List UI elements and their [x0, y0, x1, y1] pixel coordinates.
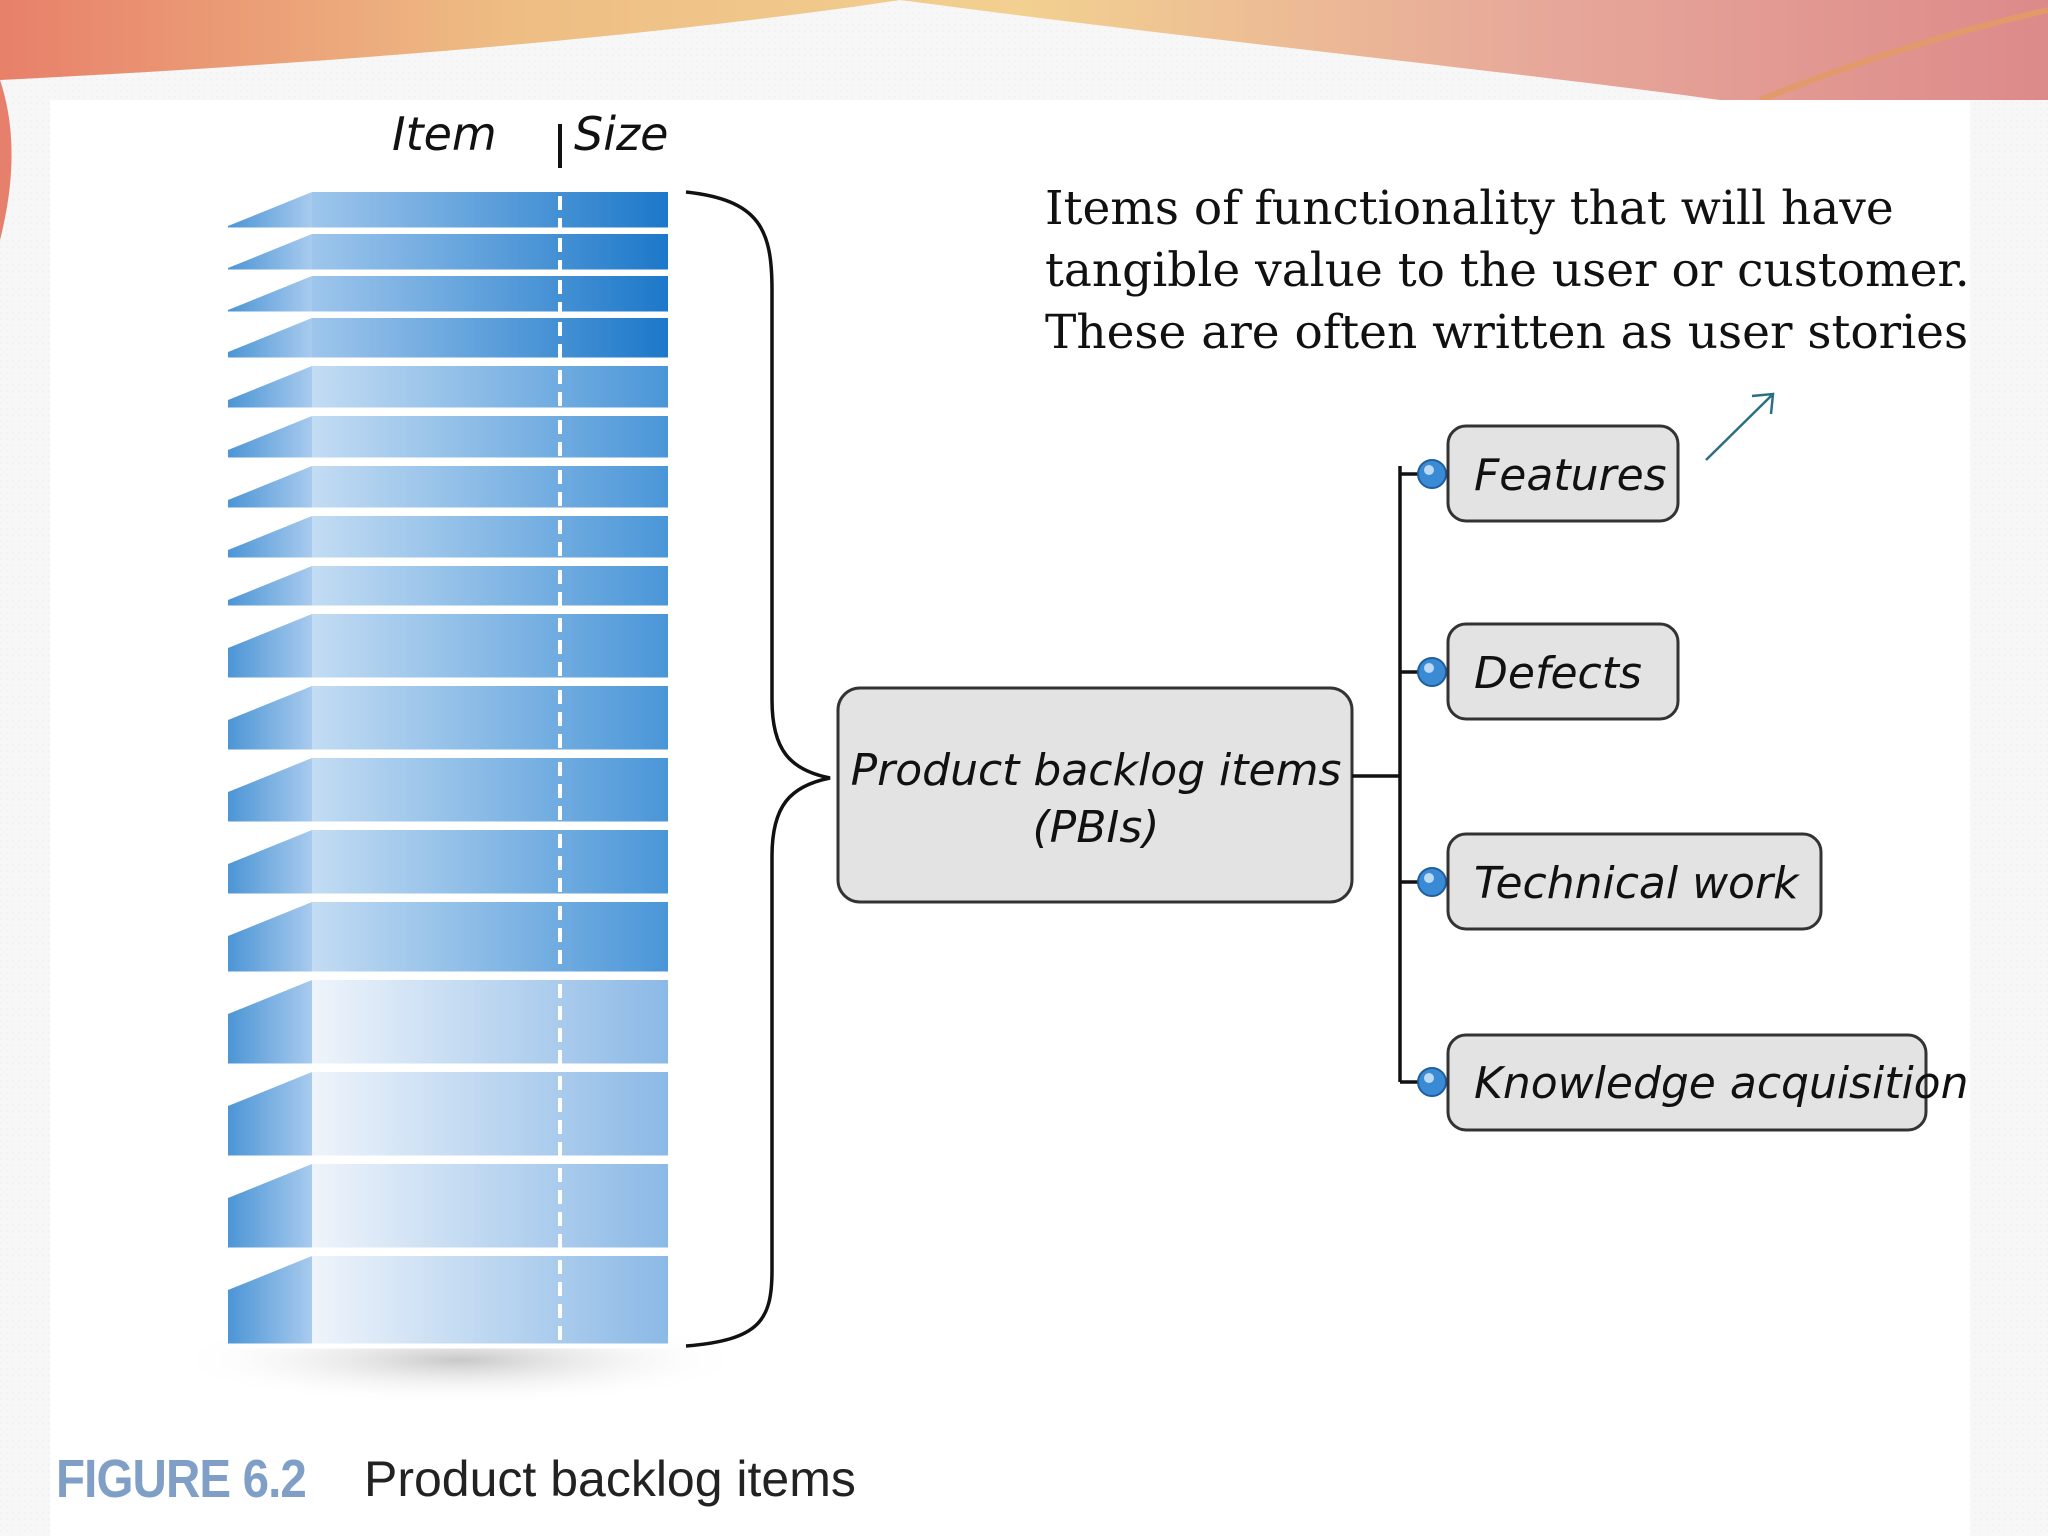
backlog-slab	[228, 192, 668, 233]
figure-title: Product backlog items	[364, 1451, 856, 1507]
backlog-slab	[228, 416, 668, 463]
technical-work-label: Technical work	[1474, 858, 1800, 909]
top-decorative-band	[0, 0, 2048, 100]
branch-features	[1400, 459, 1447, 489]
figure-caption: FIGURE 6.2 Product backlog items	[56, 1448, 856, 1509]
knowledge-acquisition-box	[1446, 1033, 1928, 1132]
slab-front	[312, 830, 668, 898]
backlog-slab	[228, 980, 668, 1069]
slab-side	[228, 234, 312, 274]
annotation-text: Items of functionality that will have ta…	[1045, 178, 1975, 364]
slab-side	[228, 830, 312, 898]
slab-side	[228, 516, 312, 562]
size-column-label: Size	[574, 107, 668, 161]
slab-front	[312, 234, 668, 274]
slab-front	[312, 980, 668, 1068]
slab-side	[228, 192, 312, 232]
item-column-label: Item	[392, 107, 497, 161]
slab-front	[312, 758, 668, 826]
slab-side	[228, 366, 312, 412]
center-node-box	[836, 686, 1354, 904]
slab-front	[312, 192, 668, 232]
slab-side	[228, 416, 312, 462]
backlog-slab	[228, 1164, 668, 1253]
branch-knowledge-acquisition	[1400, 1067, 1447, 1097]
annotation-arrow	[1705, 392, 1775, 461]
backlog-slab	[228, 1256, 668, 1349]
backlog-slab	[228, 830, 668, 899]
slab-front	[312, 1256, 668, 1348]
annotation-line: These are often written as user stories	[1045, 305, 1969, 360]
center-node-sublabel: (PBIs)	[1033, 802, 1160, 853]
backlog-slab	[228, 566, 668, 611]
backlog-slab	[228, 614, 668, 683]
backlog-slab	[228, 234, 668, 275]
slab-front	[312, 566, 668, 610]
defects-label: Defects	[1474, 648, 1642, 699]
slab-side	[228, 686, 312, 754]
backlog-slab	[228, 1072, 668, 1161]
top-right-swoosh-line	[1758, 7, 2048, 103]
slab-side	[228, 1256, 312, 1348]
branch-defects	[1400, 657, 1447, 687]
slab-front	[312, 1164, 668, 1252]
slab-side	[228, 1072, 312, 1160]
features-box	[1446, 424, 1680, 523]
annotation-line: Items of functionality that will have	[1045, 181, 1894, 236]
slab-front	[312, 416, 668, 462]
slab-front	[312, 902, 668, 976]
figure-number: FIGURE 6.2	[56, 1449, 307, 1509]
slab-side	[228, 276, 312, 316]
center-node-label: Product backlog items	[851, 745, 1342, 796]
slab-side	[228, 318, 312, 362]
defects-box	[1446, 622, 1680, 721]
slab-front	[312, 1072, 668, 1160]
grouping-brace	[685, 190, 831, 1348]
backlog-slab	[228, 318, 668, 363]
slab-side	[228, 758, 312, 826]
backlog-slab	[228, 758, 668, 827]
backlog-slab	[228, 902, 668, 977]
backlog-slab	[228, 366, 668, 413]
knowledge-acquisition-label: Knowledge acquisition	[1474, 1058, 1968, 1109]
slab-side	[228, 902, 312, 976]
backlog-slab	[228, 686, 668, 755]
slab-front	[312, 366, 668, 412]
features-label: Features	[1474, 450, 1667, 501]
branch-technical-work	[1400, 867, 1447, 897]
slab-front	[312, 516, 668, 562]
annotation-line: tangible value to the user or customer.	[1045, 243, 1970, 298]
slab-front	[312, 276, 668, 316]
slab-side	[228, 566, 312, 610]
slab-front	[312, 466, 668, 512]
backlog-slab	[228, 276, 668, 317]
backlog-slab	[228, 466, 668, 513]
slab-side	[228, 614, 312, 682]
slab-front	[312, 686, 668, 754]
backlog-slab	[228, 516, 668, 563]
slab-side	[228, 980, 312, 1068]
slab-side	[228, 1164, 312, 1252]
slab-front	[312, 614, 668, 682]
backlog-stack	[228, 192, 668, 1349]
slab-front	[312, 318, 668, 362]
slab-side	[228, 466, 312, 512]
left-decorative-swoosh	[0, 80, 12, 240]
technical-work-box	[1446, 832, 1823, 931]
